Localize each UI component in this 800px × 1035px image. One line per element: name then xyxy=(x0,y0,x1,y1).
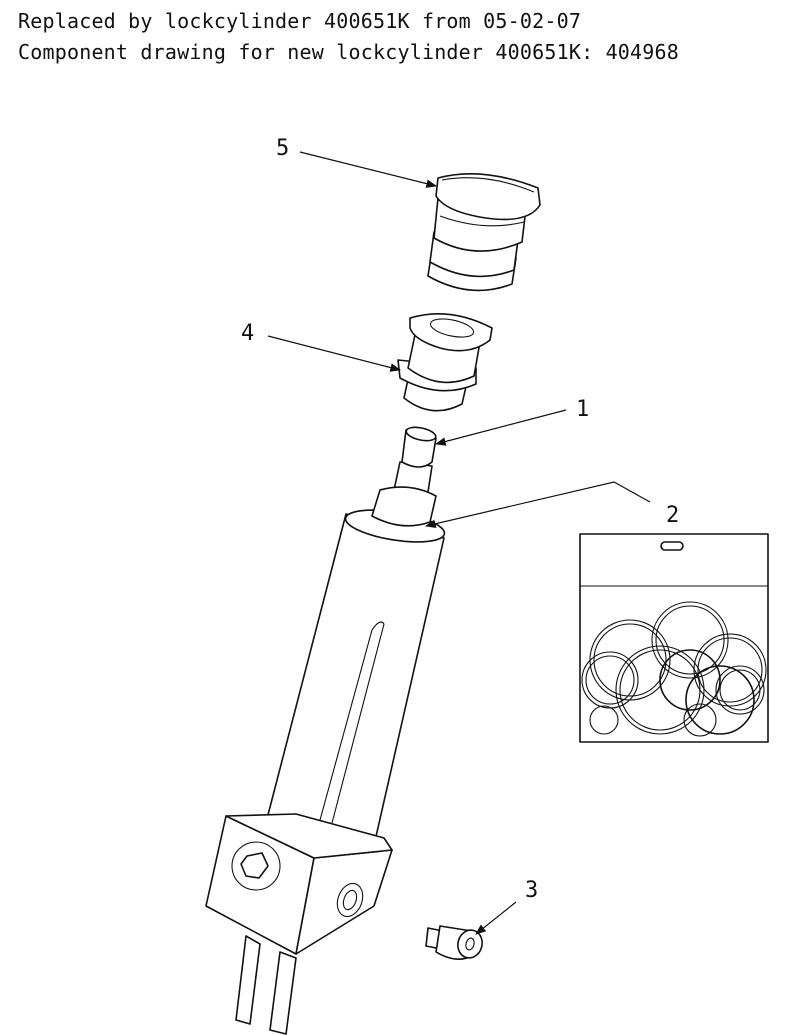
replacement-note: Replaced by lockcylinder 400651K from 05… xyxy=(18,9,582,33)
part-1-pin xyxy=(393,426,437,498)
callout-2: 2 xyxy=(666,503,679,528)
callout-4: 4 xyxy=(241,321,254,346)
drawing-header: Replaced by lockcylinder 400651K from 05… xyxy=(18,6,679,68)
callout-1: 1 xyxy=(576,397,589,422)
part-5-cap xyxy=(427,172,541,292)
cylinder-body xyxy=(261,486,446,855)
callout-3: 3 xyxy=(525,878,538,903)
part-2-seal-kit xyxy=(579,533,769,743)
component-drawing-note: Component drawing for new lockcylinder 4… xyxy=(18,40,680,64)
part-3-fitting xyxy=(425,925,483,960)
base-block xyxy=(205,813,393,1035)
part-4-bushing xyxy=(397,313,493,412)
callout-5: 5 xyxy=(276,136,289,161)
leader-lines xyxy=(267,151,651,935)
